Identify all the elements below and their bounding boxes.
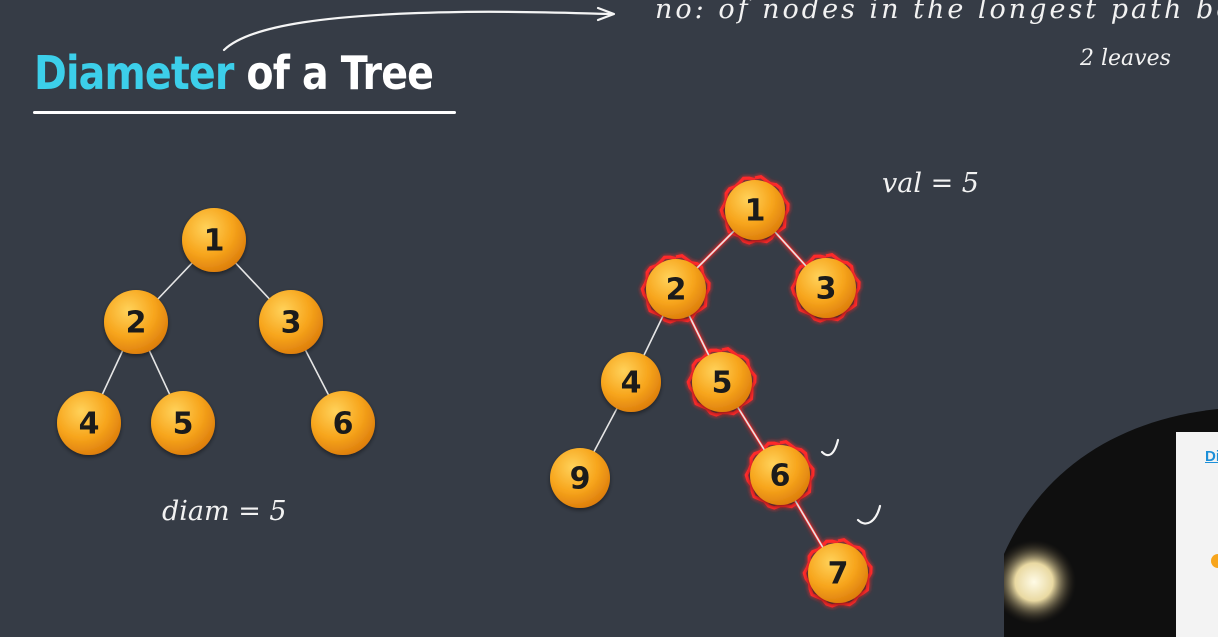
node-label: 7 — [828, 557, 849, 592]
node-label: 4 — [79, 407, 100, 442]
title-underline — [33, 111, 456, 114]
highlight-ring — [686, 346, 757, 417]
node-label: 3 — [816, 272, 837, 307]
tree-node: 5 — [692, 352, 752, 412]
node-label: 6 — [770, 459, 791, 494]
tree-node: 4 — [601, 352, 661, 412]
node-label: 5 — [173, 407, 194, 442]
lamp-light — [1004, 540, 1076, 624]
tree-node: 4 — [57, 391, 121, 455]
definition-arrow — [222, 10, 614, 52]
node-circle — [750, 445, 810, 505]
side-panel — [1176, 432, 1218, 637]
diameter-path — [640, 174, 873, 608]
node-circle — [601, 352, 661, 412]
webcam-overlay — [1004, 404, 1218, 637]
node-label: 5 — [712, 366, 733, 401]
tree-node: 1 — [182, 208, 246, 272]
node-circle — [692, 352, 752, 412]
page-title: Diameter of a Tree — [34, 50, 434, 96]
tree-node: 3 — [259, 290, 323, 354]
left-diameter-result: diam = 5 — [162, 496, 287, 527]
node-label: 1 — [204, 224, 225, 259]
node-circle — [808, 543, 868, 603]
left-tree: 1 2 3 4 5 6 — [57, 208, 375, 455]
tree-node: 5 — [151, 391, 215, 455]
right-tree: 1 2 3 4 5 9 6 7 — [550, 180, 868, 603]
highlight-ring — [802, 537, 873, 608]
node-circle — [151, 391, 215, 455]
tree-node: 6 — [311, 391, 375, 455]
tree-node: 1 — [725, 180, 785, 240]
node-label: 2 — [666, 273, 687, 308]
node-circle — [796, 258, 856, 318]
node-label: 4 — [621, 366, 642, 401]
definition-arrow-head — [596, 6, 616, 22]
tree-node: 2 — [104, 290, 168, 354]
definition-line-1: no: of nodes in the longest path betw — [655, 0, 1218, 25]
node-label: 2 — [126, 306, 147, 341]
title-rest: of a Tree — [246, 46, 434, 100]
tree-node: 9 — [550, 448, 610, 508]
node-circle — [259, 290, 323, 354]
node-circle — [57, 391, 121, 455]
right-value-result: val = 5 — [882, 168, 979, 199]
tree-node: 3 — [796, 258, 856, 318]
status-dot — [1211, 554, 1218, 568]
tick-mark — [820, 438, 840, 457]
highlight-ring — [640, 253, 711, 324]
node-circle — [104, 290, 168, 354]
tree-node: 2 — [646, 259, 706, 319]
highlight-ring — [719, 174, 790, 245]
node-label: 9 — [570, 462, 591, 497]
node-circle — [182, 208, 246, 272]
node-circle — [646, 259, 706, 319]
node-circle — [550, 448, 610, 508]
highlight-ring — [744, 439, 815, 510]
tree-node: 6 — [750, 445, 810, 505]
side-panel-tab[interactable]: Di — [1205, 448, 1218, 465]
node-label: 1 — [745, 194, 766, 229]
definition-line-2: 2 leaves — [1080, 46, 1171, 71]
title-highlight-word: Diameter — [34, 46, 234, 100]
tree-node: 7 — [808, 543, 868, 603]
node-label: 3 — [281, 306, 302, 341]
tick-mark — [856, 504, 882, 525]
node-circle — [725, 180, 785, 240]
node-label: 6 — [333, 407, 354, 442]
node-circle — [311, 391, 375, 455]
highlight-ring — [790, 252, 861, 323]
